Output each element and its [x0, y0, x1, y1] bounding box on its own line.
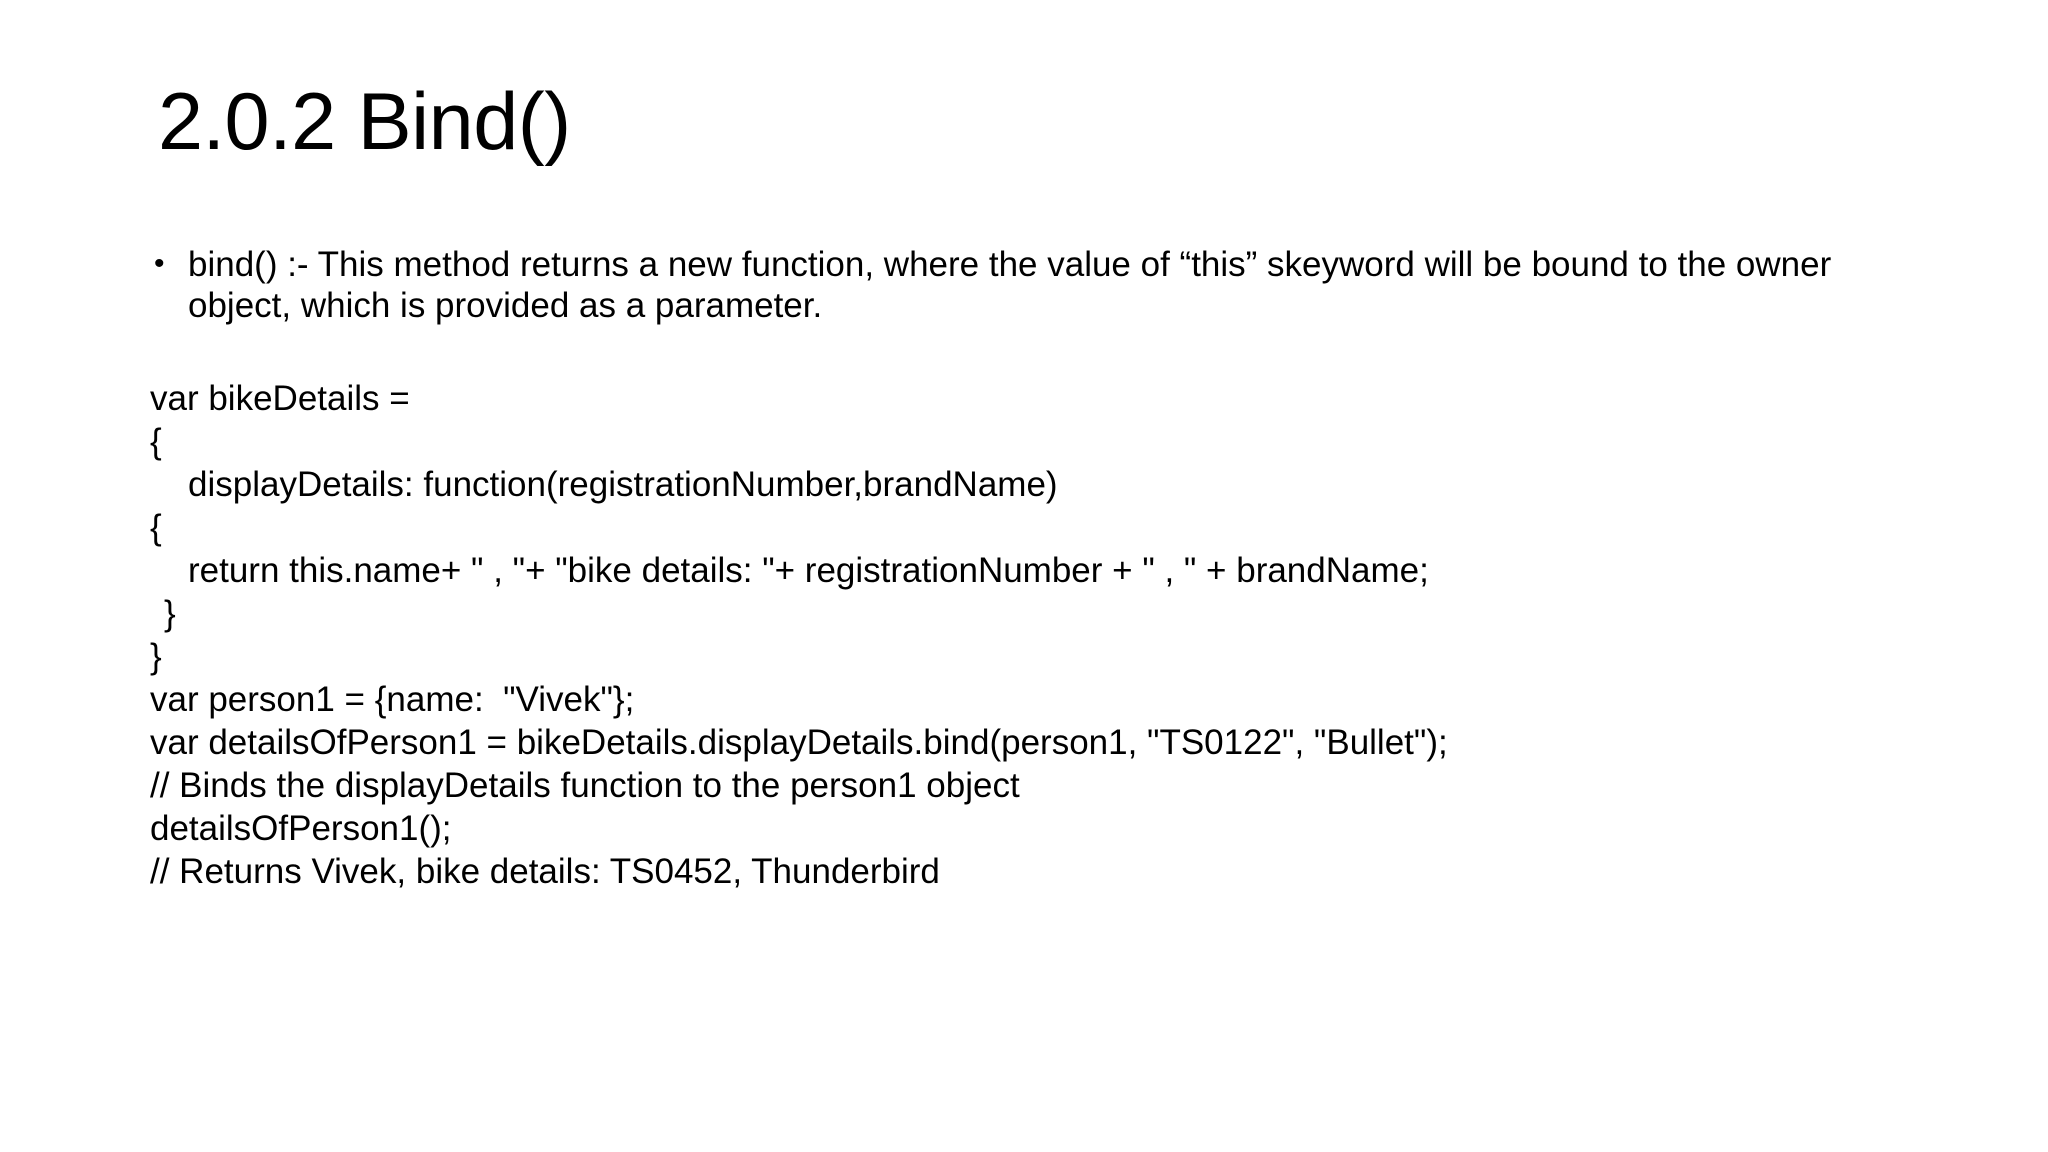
bullet-list: • bind() :- This method returns a new fu… [150, 244, 1940, 327]
code-listing: var bikeDetails = { displayDetails: func… [150, 377, 1940, 894]
code-line: displayDetails: function(registrationNum… [188, 464, 1058, 504]
code-line: return this.name+ " , "+ "bike details: … [188, 550, 1429, 590]
page-title: 2.0.2 Bind() [158, 77, 571, 167]
code-line: { [150, 507, 162, 547]
code-line: var person1 = {name: "Vivek"}; [150, 679, 635, 719]
code-line: } [150, 636, 162, 676]
bullet-point-icon: • [154, 247, 165, 280]
code-line: // Returns Vivek, bike details: TS0452, … [150, 852, 940, 892]
code-line: var bikeDetails = [150, 378, 410, 418]
slide-body: • bind() :- This method returns a new fu… [150, 244, 1940, 893]
bullet-item-text: bind() :- This method returns a new func… [188, 245, 1832, 326]
code-line: // Binds the displayDetails function to … [150, 766, 1020, 806]
code-line: } [164, 593, 176, 633]
list-item: • bind() :- This method returns a new fu… [150, 244, 1940, 327]
code-line: { [150, 421, 162, 461]
code-line: var detailsOfPerson1 = bikeDetails.displ… [150, 722, 1448, 762]
code-line: detailsOfPerson1(); [150, 809, 452, 849]
